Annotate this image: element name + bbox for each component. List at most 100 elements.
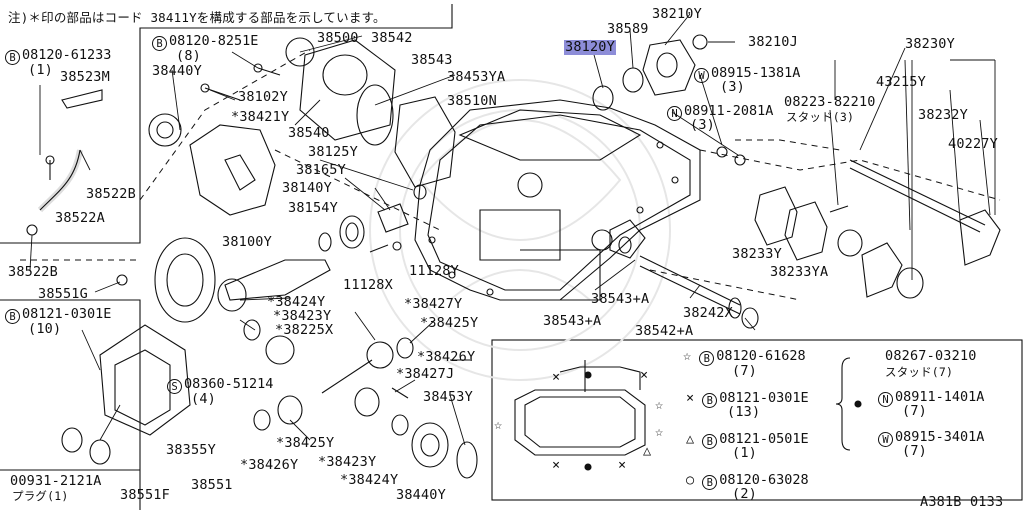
part-38425Y-a[interactable]: *38425Y bbox=[420, 315, 479, 331]
star-icon: ☆ bbox=[683, 348, 692, 364]
part-38522B-a[interactable]: 38522B bbox=[86, 186, 136, 202]
part-38453Y[interactable]: 38453Y bbox=[423, 389, 473, 405]
legend-code: 08120-61628 bbox=[716, 348, 806, 364]
part-38551G[interactable]: 38551G bbox=[38, 286, 88, 302]
washer-mark-icon: W bbox=[694, 68, 709, 83]
fastener-code: 08120-61233 bbox=[22, 47, 112, 63]
part-38543A-a[interactable]: 38543+A bbox=[591, 291, 650, 307]
inset-star-icon: ☆ bbox=[655, 424, 664, 440]
part-08223-82210[interactable]: 08223-82210 bbox=[784, 94, 876, 110]
part-38542A[interactable]: 38542+A bbox=[635, 323, 694, 339]
bolt-mark-icon: B bbox=[702, 475, 718, 490]
inset-triangle-icon: △ bbox=[643, 443, 652, 459]
part-38233Y[interactable]: 38233Y bbox=[732, 246, 782, 262]
part-40227Y[interactable]: 40227Y bbox=[948, 136, 998, 152]
part-38540[interactable]: 38540 bbox=[288, 125, 330, 141]
part-38210Y[interactable]: 38210Y bbox=[652, 6, 702, 22]
circle-icon: ○ bbox=[686, 472, 695, 488]
fastener-code: 08121-0301E bbox=[22, 306, 112, 322]
part-38120Y-highlighted[interactable]: 38120Y bbox=[564, 39, 616, 55]
part-38423Y-b[interactable]: *38423Y bbox=[318, 454, 377, 470]
part-38355Y[interactable]: 38355Y bbox=[166, 442, 216, 458]
fastener-code: 08911-2081A bbox=[684, 103, 774, 119]
part-00931-2121A[interactable]: 00931-2121A bbox=[10, 473, 102, 489]
part-38551F[interactable]: 38551F bbox=[120, 487, 170, 503]
part-38232Y[interactable]: 38232Y bbox=[918, 107, 968, 123]
part-38551[interactable]: 38551 bbox=[191, 477, 233, 493]
inset-cross-icon: × bbox=[552, 457, 561, 473]
part-11128Y[interactable]: 11128Y bbox=[409, 263, 459, 279]
legend-washer-qty: (7) bbox=[902, 443, 927, 459]
part-38125Y[interactable]: 38125Y bbox=[308, 144, 358, 160]
part-08223-subtitle: スタッド(3) bbox=[786, 110, 855, 124]
legend-code: 08121-0501E bbox=[719, 431, 809, 447]
part-38440Y-bottom[interactable]: 38440Y bbox=[396, 487, 446, 503]
legend-nut-qty: (7) bbox=[902, 403, 927, 419]
fastener-08120-8251E-qty: (8) bbox=[176, 48, 201, 64]
part-38522B-b[interactable]: 38522B bbox=[8, 264, 58, 280]
header-note: 注)＊印の部品はコード 38411Yを構成する部品を示しています。 bbox=[8, 10, 386, 25]
part-38424Y-b[interactable]: *38424Y bbox=[340, 472, 399, 488]
part-38543[interactable]: 38543 bbox=[411, 52, 453, 68]
washer-mark-icon: W bbox=[878, 432, 893, 447]
part-38423Y-a[interactable]: *38423Y bbox=[273, 308, 332, 324]
part-38233YA[interactable]: 38233YA bbox=[770, 264, 829, 280]
part-38426Y-b[interactable]: *38426Y bbox=[240, 457, 299, 473]
inset-cross-icon: × bbox=[552, 369, 561, 385]
part-38542[interactable]: 38542 bbox=[371, 30, 413, 46]
part-38426Y-a[interactable]: *38426Y bbox=[417, 349, 476, 365]
part-38421Y[interactable]: *38421Y bbox=[231, 109, 290, 125]
part-38522A[interactable]: 38522A bbox=[55, 210, 105, 226]
legend-stud-subtitle: スタッド(7) bbox=[885, 365, 954, 379]
part-38425Y-b[interactable]: *38425Y bbox=[276, 435, 335, 451]
part-38165Y[interactable]: 38165Y bbox=[296, 162, 346, 178]
part-38523M[interactable]: 38523M bbox=[60, 69, 110, 85]
part-38102Y[interactable]: 38102Y bbox=[238, 89, 288, 105]
differential-carrier-housing bbox=[414, 99, 701, 301]
part-38210J[interactable]: 38210J bbox=[748, 34, 798, 50]
inset-cross-icon: × bbox=[618, 457, 627, 473]
part-38100Y[interactable]: 38100Y bbox=[222, 234, 272, 250]
part-38154Y[interactable]: 38154Y bbox=[288, 200, 338, 216]
bolt-mark-icon: B bbox=[699, 351, 715, 366]
part-38242X[interactable]: 38242X bbox=[683, 305, 733, 321]
part-38500[interactable]: 38500 bbox=[317, 30, 359, 46]
part-38140Y[interactable]: 38140Y bbox=[282, 180, 332, 196]
inset-star-icon: ☆ bbox=[655, 397, 664, 413]
watermark-emblem bbox=[369, 79, 671, 381]
part-38589[interactable]: 38589 bbox=[607, 21, 649, 37]
part-38453YA[interactable]: 38453YA bbox=[447, 69, 506, 85]
dashed-assembly-lines bbox=[20, 49, 1001, 301]
part-38424Y-a[interactable]: *38424Y bbox=[267, 294, 326, 310]
triangle-icon: △ bbox=[686, 431, 695, 447]
part-38427J[interactable]: *38427J bbox=[396, 366, 455, 382]
part-00931-subtitle: プラグ(1) bbox=[12, 489, 69, 503]
part-43215Y[interactable]: 43215Y bbox=[876, 74, 926, 90]
inset-cross-icon: × bbox=[640, 367, 649, 383]
legend-stud-code[interactable]: 08267-03210 bbox=[885, 348, 977, 364]
part-38427Y[interactable]: *38427Y bbox=[404, 296, 463, 312]
diagram-code: A381B 0133 bbox=[920, 494, 1004, 510]
frame-lines bbox=[0, 4, 1023, 510]
part-38225X[interactable]: *38225X bbox=[275, 322, 334, 338]
part-38230Y[interactable]: 38230Y bbox=[905, 36, 955, 52]
legend-cover-outline bbox=[514, 357, 862, 471]
part-38543A-b[interactable]: 38543+A bbox=[543, 313, 602, 329]
part-38440Y-top[interactable]: 38440Y bbox=[152, 63, 202, 79]
part-11128X[interactable]: 11128X bbox=[343, 277, 393, 293]
part-38510N[interactable]: 38510N bbox=[447, 93, 497, 109]
